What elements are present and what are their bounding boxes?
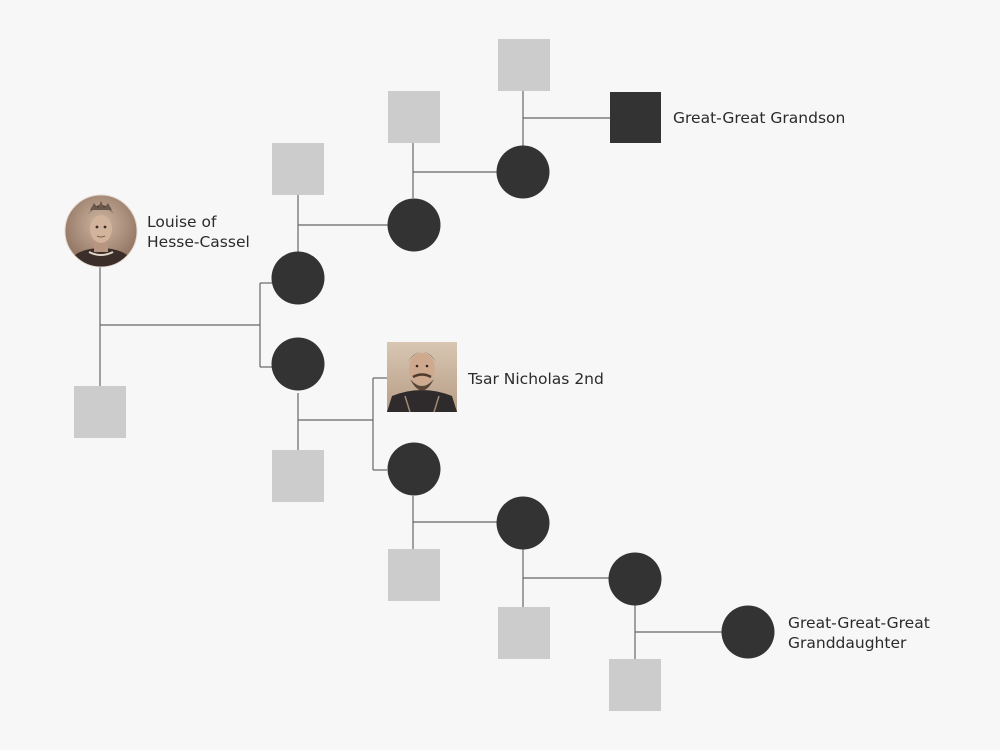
circle-node bbox=[608, 552, 662, 606]
square-node bbox=[388, 91, 440, 143]
nicholas-name: Tsar Nicholas 2nd bbox=[468, 370, 604, 388]
circle-node bbox=[271, 337, 325, 391]
nicholas-label: Tsar Nicholas 2nd bbox=[468, 369, 604, 389]
dark-circle-nodes bbox=[271, 145, 775, 659]
circle-node bbox=[271, 251, 325, 305]
light-square-nodes bbox=[74, 39, 661, 711]
square-node bbox=[74, 386, 126, 438]
circle-node bbox=[496, 496, 550, 550]
louise-portrait bbox=[64, 194, 138, 268]
circle-node bbox=[387, 442, 441, 496]
circle-node bbox=[387, 198, 441, 252]
grandson-name: Great-Great Grandson bbox=[673, 109, 846, 127]
granddaughter-node bbox=[721, 605, 775, 659]
connector-lines bbox=[99, 91, 722, 659]
louise-label: Louise of Hesse-Cassel bbox=[147, 212, 250, 252]
square-node bbox=[498, 607, 550, 659]
louise-name-line2: Hesse-Cassel bbox=[147, 233, 250, 251]
granddaughter-label: Great-Great-Great Granddaughter bbox=[788, 613, 930, 653]
square-node bbox=[388, 549, 440, 601]
square-node bbox=[272, 143, 324, 195]
square-node bbox=[498, 39, 550, 91]
square-node bbox=[272, 450, 324, 502]
square-node bbox=[609, 659, 661, 711]
grandson-label: Great-Great Grandson bbox=[673, 108, 845, 128]
granddaughter-name-line2: Granddaughter bbox=[788, 634, 907, 652]
louise-name-line1: Louise of bbox=[147, 213, 217, 231]
grandson-node bbox=[610, 92, 661, 143]
circle-node bbox=[496, 145, 550, 199]
nicholas-portrait bbox=[387, 342, 457, 413]
granddaughter-name-line1: Great-Great-Great bbox=[788, 614, 930, 632]
